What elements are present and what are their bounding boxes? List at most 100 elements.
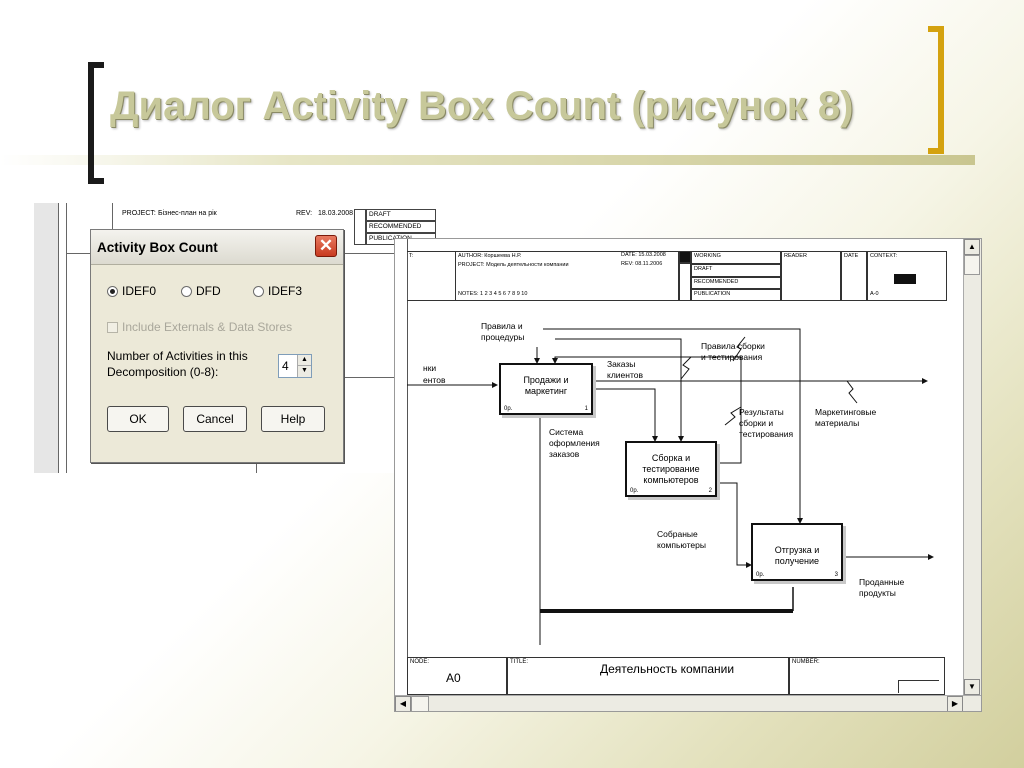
activity-box-number: 3 <box>834 572 838 578</box>
arrow-label-assembled: Собраные компьютеры <box>657 529 706 550</box>
activity-box-cost: 0р. <box>630 488 639 494</box>
activities-count-stepper[interactable]: 4 ▲ ▼ <box>278 354 312 378</box>
frame-line <box>112 203 113 243</box>
dialog-title: Activity Box Count <box>97 240 218 255</box>
scroll-left-icon[interactable]: ◀ <box>395 696 411 711</box>
stepper-up-icon[interactable]: ▲ <box>298 355 311 366</box>
header-date: DATE: 15.03.2008 <box>621 252 666 258</box>
header-context: CONTEXT: A-0 <box>867 251 947 301</box>
dialog-screenshot: PROJECT: Бізнес-план на рік REV: 18.03.2… <box>34 203 442 473</box>
arrow-label-assembly-rules: Правила сборки и тестирования <box>701 341 765 362</box>
radio-unselected-icon <box>181 285 192 297</box>
scroll-up-icon[interactable]: ▲ <box>964 239 980 255</box>
close-icon[interactable]: ✕ <box>315 235 337 257</box>
radio-idef3-label: IDEF3 <box>268 284 303 298</box>
scroll-right-icon[interactable]: ▶ <box>947 696 963 711</box>
status-marker-column <box>354 209 366 245</box>
rev-label: REV: <box>296 210 313 217</box>
frame-line <box>66 203 67 473</box>
arrow-label-orders: Заказы клиентов <box>607 359 643 380</box>
activity-box-label: Продажи и маркетинг <box>523 375 569 396</box>
help-button[interactable]: Help <box>261 406 325 432</box>
frame-line <box>256 453 257 473</box>
frame-line <box>334 377 442 378</box>
footer-number: NUMBER: <box>789 657 945 695</box>
radio-selected-icon <box>107 285 118 297</box>
right-bracket-decoration <box>928 26 944 154</box>
footer-title: TITLE: Деятельность компании <box>507 657 789 695</box>
stepper-arrows: ▲ ▼ <box>297 355 311 377</box>
arrow-label-left-clients: ентов <box>423 375 446 385</box>
activity-box-label: Сборка и тестирование компьютеров <box>642 453 700 485</box>
header-rev: REV: 08.11.2006 <box>621 261 663 267</box>
window-left-strip <box>34 203 58 473</box>
activities-count-label: Number of Activities in this Decompositi… <box>107 348 267 380</box>
activity-box-sales[interactable]: Продажи и маркетинг 0р. 1 <box>499 363 593 415</box>
header-used-at: T: <box>407 251 455 301</box>
arrow-label-rules: Правила и процедуры <box>481 321 525 342</box>
status-draft: DRAFT <box>691 264 781 277</box>
footer-number-box <box>898 680 939 693</box>
header-project: PROJECT: Модель деятельности компании <box>458 262 569 268</box>
activity-box-assembly[interactable]: Сборка и тестирование компьютеров 0р. 2 <box>625 441 717 497</box>
radio-idef3[interactable]: IDEF3 <box>253 284 302 298</box>
stepper-down-icon[interactable]: ▼ <box>298 366 311 377</box>
header-date-block: DATE: 15.03.2008 REV: 08.11.2006 <box>619 251 679 281</box>
header-node-ref: A-0 <box>870 291 879 297</box>
scroll-down-icon[interactable]: ▼ <box>964 679 980 695</box>
status-recommended: RECOMMENDED <box>366 221 436 233</box>
footer-title-value: Деятельность компании <box>600 662 735 676</box>
diagram-left-frame <box>395 239 408 695</box>
footer-number-label: NUMBER: <box>792 659 820 665</box>
footer-node: NODE: A0 <box>407 657 507 695</box>
include-externals-label: Include Externals & Data Stores <box>122 320 293 334</box>
radio-idef0-label: IDEF0 <box>122 284 157 298</box>
activity-box-cost: 0р. <box>756 572 765 578</box>
header-reader-date: DATE <box>841 251 867 301</box>
header-author: AUTHOR: Коршеева Н.Р. <box>458 253 522 259</box>
idef0-diagram-screenshot: T: AUTHOR: Коршеева Н.Р. PROJECT: Модель… <box>394 238 982 712</box>
project-label: PROJECT: <box>122 210 156 217</box>
vertical-scroll-thumb[interactable] <box>964 255 980 275</box>
title-underline-band <box>0 155 975 165</box>
arrow-label-left-calls: нки <box>423 363 437 373</box>
horizontal-scroll-thumb[interactable] <box>411 696 429 711</box>
activity-box-number: 1 <box>584 406 588 412</box>
activity-box-shipping[interactable]: Отгрузка и получение 0р. 3 <box>751 523 843 581</box>
status-publication: PUBLICATION <box>691 289 781 301</box>
frame-line <box>58 203 59 473</box>
ok-button[interactable]: OK <box>107 406 169 432</box>
radio-dfd-label: DFD <box>196 284 221 298</box>
radio-idef0[interactable]: IDEF0 <box>107 284 156 298</box>
activity-box-cost: 0р. <box>504 406 513 412</box>
header-author-block: AUTHOR: Коршеева Н.Р. PROJECT: Модель де… <box>455 251 679 301</box>
status-working: WORKING <box>691 251 781 264</box>
vertical-scrollbar[interactable]: ▲ ▼ <box>963 239 981 695</box>
left-bracket-decoration <box>88 62 104 184</box>
arrow-label-order-system: Система оформления заказов <box>549 427 600 459</box>
cancel-button[interactable]: Cancel <box>183 406 247 432</box>
checkbox-icon <box>107 321 118 333</box>
header-notes: NOTES: 1 2 3 4 5 6 7 8 9 10 <box>458 291 528 297</box>
status-recommended: RECOMMENDED <box>691 277 781 289</box>
footer-node-label: NODE: <box>410 659 430 665</box>
activities-count-value[interactable]: 4 <box>282 359 289 373</box>
arrow-label-marketing: Маркетинговые материалы <box>815 407 877 428</box>
activity-box-label: Отгрузка и получение <box>774 545 820 566</box>
activities-label-line2: Decomposition (0-8): <box>107 365 219 379</box>
activity-box-number: 2 <box>708 488 712 494</box>
arrow-label-test-results: Результаты сборки и тестирования <box>739 407 794 439</box>
status-marker-working <box>679 251 691 263</box>
context-thumbnail <box>894 274 916 284</box>
header-context-label: CONTEXT: <box>870 253 898 259</box>
arrow-label-sold: Проданные продукты <box>859 577 905 598</box>
horizontal-scrollbar[interactable]: ◀ ▶ <box>395 695 981 711</box>
activity-box-count-dialog: Activity Box Count ✕ IDEF0 DFD IDEF3 Inc… <box>90 229 344 463</box>
dialog-titlebar[interactable]: Activity Box Count ✕ <box>91 230 343 265</box>
include-externals-checkbox: Include Externals & Data Stores <box>107 320 292 334</box>
diagram-arrows <box>407 328 934 645</box>
radio-dfd[interactable]: DFD <box>181 284 221 298</box>
rev-value: 18.03.2008 <box>318 210 354 217</box>
project-value: Бізнес-план на рік <box>158 210 217 217</box>
radio-unselected-icon <box>253 285 264 297</box>
